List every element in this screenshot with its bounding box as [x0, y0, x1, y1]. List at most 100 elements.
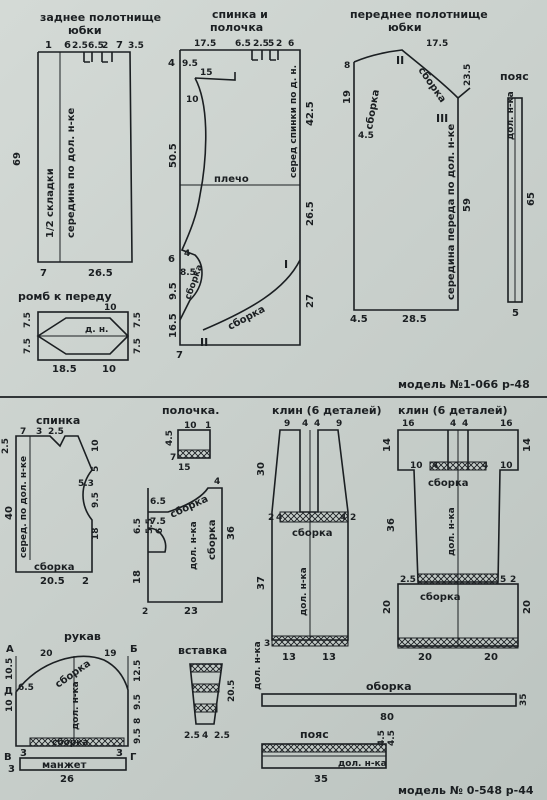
- sleeve-label: дол. н-ка: [71, 681, 81, 730]
- wedge-left-dim: 2: [350, 513, 356, 523]
- insert-title: вставка: [178, 644, 227, 657]
- wedge-left-dim: 4: [340, 513, 346, 523]
- back-small-dim: 5.3: [78, 479, 94, 489]
- wedge-right-label: дол. н-ка: [447, 507, 457, 556]
- wedge-right-dim: 2.5: [400, 575, 416, 585]
- wedge-left-dim: 2: [268, 513, 274, 523]
- rhombus-dim: 7.5: [23, 338, 33, 354]
- belt-bottom-title: пояс: [300, 728, 329, 741]
- back-front-title: спинка и: [212, 8, 268, 21]
- back-small-dim: 40: [4, 506, 15, 520]
- skirt-back-dim: 6: [64, 40, 71, 51]
- sleeve-point: Д: [4, 686, 13, 697]
- skirt-front-dim: 8: [344, 61, 350, 71]
- wedge-right-gather: сборка: [428, 477, 468, 489]
- sleeve-point: Г: [130, 752, 137, 763]
- shelf-title: полочка.: [162, 404, 219, 417]
- shelf-gather: сборка: [168, 493, 210, 521]
- frill-title: оборка: [366, 680, 412, 693]
- shelf-dim: 23: [184, 606, 198, 617]
- shelf-dim: 6.5: [150, 497, 166, 507]
- belt-top-title: пояс: [500, 70, 529, 83]
- shelf-dim: 1: [205, 421, 211, 431]
- sleeve-dim: 10.5: [5, 658, 15, 680]
- shelf-dim: 6.5: [133, 518, 143, 534]
- skirt-front-mark: II: [396, 54, 404, 67]
- sleeve-dim: 19: [104, 649, 117, 659]
- shelf-label: дол. н-ка: [189, 521, 199, 570]
- frill-label: дол. н-ка: [253, 641, 263, 690]
- skirt-back-dim: 7: [116, 40, 123, 51]
- skirt-front-dim: 23.5: [463, 64, 473, 86]
- back-small-dim: 2: [82, 576, 89, 587]
- back-front-dim: 2: [276, 39, 282, 49]
- wedge-right-dim: 4: [432, 461, 438, 471]
- shelf-dim: 4.5: [165, 430, 175, 446]
- shelf-dim: 36: [226, 526, 237, 540]
- belt-top-dim: 65: [526, 192, 537, 206]
- sleeve-point: Б: [130, 644, 138, 655]
- back-small-dim: 10: [91, 439, 101, 452]
- back-front-mark: II: [200, 336, 208, 349]
- wedge-left-dim: 4: [276, 513, 282, 523]
- back-small-dim: 20.5: [40, 576, 65, 587]
- wedge-left-label: дол. н-ка: [299, 567, 309, 616]
- back-small-piece: спинка 7 3 2.5 2.5 10 5 40 5.3 9.5 18 20…: [1, 414, 101, 587]
- shelf-dim: 7: [170, 453, 176, 463]
- sleeve-cuff-gather: сборка: [52, 737, 88, 748]
- back-front-piece: спинка и полочка 17.5 6.5 2.5 5 2 6 4 9.…: [168, 8, 316, 361]
- wedge-right-dim: 10: [500, 461, 513, 471]
- skirt-back-dim: 7: [40, 268, 47, 279]
- back-small-dim: 7: [20, 427, 26, 437]
- wedge-right-dim: 20: [484, 652, 498, 663]
- wedge-right-gather: сборка: [420, 591, 460, 603]
- back-small-dim: 5: [91, 466, 101, 472]
- shelf-dim: 10: [184, 421, 197, 431]
- skirt-front-title: переднее полотнище: [350, 8, 488, 21]
- sleeve-dim: 9.5: [133, 694, 143, 710]
- wedge-left-dim: 37: [256, 576, 267, 590]
- back-front-dim: 27: [305, 294, 316, 308]
- insert-dim: 2.5: [184, 731, 200, 741]
- shelf-dim: 15: [178, 463, 191, 473]
- back-front-dim: 26.5: [305, 201, 316, 226]
- wedge-right-dim: 20: [522, 600, 533, 614]
- back-small-dim: 9.5: [91, 492, 101, 508]
- wedge-right-dim: 4: [482, 461, 488, 471]
- skirt-front-dim: 59: [462, 198, 473, 212]
- sleeve-dim: 3: [8, 764, 15, 775]
- skirt-front-dim: 19: [342, 90, 353, 104]
- belt-bottom-dim: 4.5: [377, 730, 387, 746]
- wedge-right-dim: 36: [386, 518, 397, 532]
- wedge-left-title: клин (6 деталей): [272, 404, 382, 417]
- back-front-subtitle: полочка: [210, 21, 263, 34]
- skirt-front-center: середина переда по дол. н-ке: [446, 124, 457, 300]
- sleeve-dim: 9.5: [133, 728, 143, 744]
- rhombus-dim: 7.5: [133, 338, 143, 354]
- back-front-dim: 10: [186, 95, 199, 105]
- back-small-gather: сборка: [34, 561, 74, 573]
- back-small-dim: 3: [36, 427, 42, 437]
- sleeve-dim: 12.5: [133, 660, 143, 682]
- sleeve-dim: 20: [40, 649, 53, 659]
- back-front-dim: 5: [268, 39, 274, 49]
- skirt-back-dim: 3.5: [128, 41, 144, 51]
- wedge-left-dim: 3: [264, 639, 270, 649]
- skirt-front-dim: 17.5: [426, 39, 448, 49]
- wedge-left-dim: 13: [282, 652, 296, 663]
- back-front-dim: 6.5: [235, 39, 251, 49]
- wedge-left-dim: 9: [284, 419, 290, 429]
- rhombus-dim: 10: [104, 303, 117, 313]
- back-front-dim: 50.5: [168, 143, 179, 168]
- shelf-dim: 6: [155, 528, 165, 534]
- skirt-back-dim: 2: [102, 41, 108, 51]
- skirt-back-piece: заднее полотнище юбки 1 6 2.5 6.5 2 7 3.…: [12, 11, 161, 279]
- wedge-left-gather: сборка: [292, 527, 332, 539]
- wedge-right-dim: 20: [382, 600, 393, 614]
- rhombus-piece: ромб к переду д. н. 10 7.5 7.5 7.5 7.5 1…: [18, 290, 143, 375]
- wedge-left-dim: 30: [256, 462, 267, 476]
- shelf-gather: сборка: [206, 520, 218, 560]
- skirt-front-gather: сборка: [363, 89, 382, 131]
